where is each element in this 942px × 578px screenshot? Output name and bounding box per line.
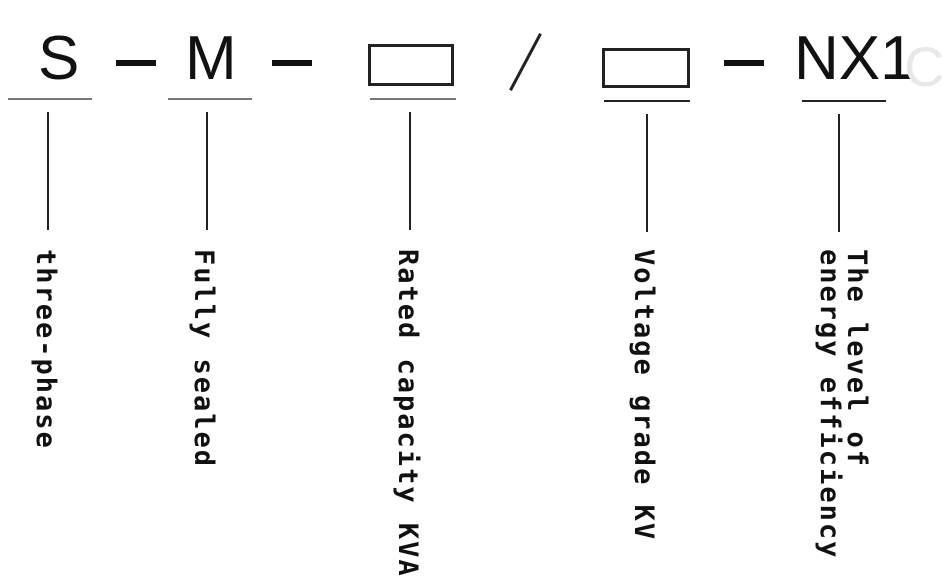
separator-dash-2 xyxy=(272,60,312,66)
separator-dash-1 xyxy=(116,60,156,66)
connector-line-efficiency xyxy=(838,114,840,232)
label-fully-sealed: Fully sealed xyxy=(188,249,219,469)
connector-line-voltage-grade xyxy=(646,114,648,232)
underline-s xyxy=(8,98,92,100)
underline-m xyxy=(168,98,252,100)
code-suffix-nx1: NX1 xyxy=(794,24,915,93)
faded-glyph: C xyxy=(904,35,942,98)
label-rated-capacity: Rated capacity KVA xyxy=(392,249,423,578)
underline-nx1 xyxy=(802,100,886,102)
label-voltage-grade: Voltage grade KV xyxy=(628,249,659,542)
code-letter-s: S xyxy=(38,24,80,93)
connector-line-fully-sealed xyxy=(206,112,208,230)
separator-dash-3 xyxy=(724,60,764,66)
connector-line-rated-capacity xyxy=(409,112,411,230)
slash-separator xyxy=(509,33,542,91)
underline-capacity xyxy=(370,98,456,100)
rated-capacity-placeholder-box xyxy=(368,44,454,86)
code-letter-m: M xyxy=(185,24,237,93)
voltage-grade-placeholder-box xyxy=(602,48,690,88)
label-energy-efficiency: The level of energy efficiency xyxy=(814,249,872,560)
underline-voltage xyxy=(604,100,690,102)
connector-line-three-phase xyxy=(47,112,49,230)
label-three-phase: three-phase xyxy=(30,249,61,450)
